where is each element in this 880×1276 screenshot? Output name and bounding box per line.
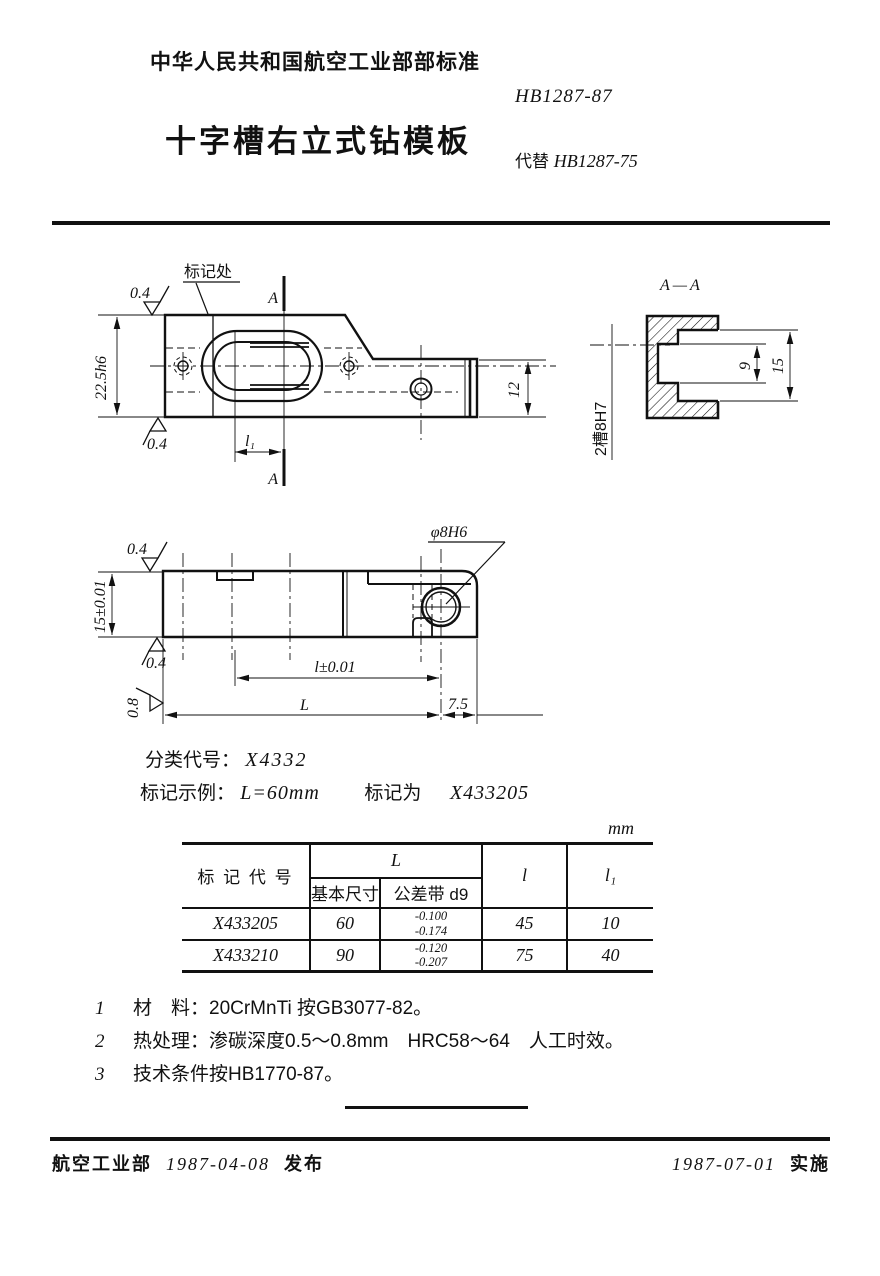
implementation-date: 1987-07-01 (672, 1154, 776, 1174)
roughness-symbol-front-side (135, 687, 165, 713)
row-code: X433210 (182, 938, 311, 972)
surface-finish-top: 0.4 (130, 285, 150, 302)
dim-slot-9: 9 (737, 362, 754, 370)
dim-l-tol: l±0.01 (314, 659, 355, 676)
surface-finish-front-bottom: 0.4 (146, 655, 166, 672)
row-l: 75 (482, 938, 568, 972)
implementation-label: 实施 (790, 1154, 830, 1174)
section-label-top: A (267, 290, 278, 307)
roughness-symbol-front-top (140, 541, 168, 573)
footer-right: 1987-07-01 实施 (658, 1150, 830, 1176)
section-divider (345, 1106, 528, 1109)
note-item: 3 技术条件按HB1770-87。 (95, 1064, 795, 1087)
section-label-bottom: A (267, 471, 278, 488)
example-mid-label: 标记为 (364, 783, 422, 804)
classification-code: X4332 (245, 749, 308, 771)
col-header-L: L (310, 843, 483, 879)
notes-section: 1 材 料：20CrMnTi 按GB3077-82。 2 热处理：渗碳深度0.5… (95, 998, 795, 1096)
technical-drawing: 标记处 0.4 0.4 A A 22.5h6 l₁ 12 (92, 263, 798, 724)
front-view (98, 541, 543, 724)
col-header-l: l (482, 843, 568, 908)
note-number: 3 (95, 1063, 105, 1085)
header-rule (52, 221, 830, 225)
surface-finish-front-top: 0.4 (127, 541, 147, 558)
supersedes-label: 代替 (515, 152, 549, 171)
row-tolerance: -0.100 -0.174 (380, 906, 483, 940)
note-item: 2 热处理：渗碳深度0.5～0.8mm HRC58～64 人工时效。 (95, 1031, 795, 1054)
section-aa-view (590, 314, 798, 460)
dim-height-15: 15±0.01 (92, 580, 109, 633)
example-condition: L=60mm (240, 782, 320, 804)
section-aa-title: A—A (659, 277, 703, 294)
issuer: 航空工业部 (52, 1154, 152, 1174)
note-text: 热处理：渗碳深度0.5～0.8mm HRC58～64 人工时效。 (133, 1030, 624, 1052)
pin-hole-left (173, 352, 193, 380)
row-l1: 10 (567, 906, 653, 940)
row-basic: 60 (310, 906, 381, 940)
footer-rule (50, 1137, 830, 1141)
spec-table: 标 记 代 号 L l l₁ 基本尺寸 公差带 d9 X433205 60 -0… (182, 842, 653, 973)
note-number: 1 (95, 998, 105, 1019)
issue-label: 发布 (284, 1154, 324, 1174)
note-item: 1 材 料：20CrMnTi 按GB3077-82。 (95, 998, 795, 1021)
dim-width-22-5: 22.5h6 (93, 356, 110, 400)
example-label: 标记示例： (140, 783, 236, 804)
example-code: X433205 (449, 782, 530, 804)
dim-slot-15: 15 (770, 358, 787, 374)
col-header-code: 标 记 代 号 (182, 843, 311, 908)
tolerance-upper: -0.100 (414, 909, 448, 924)
standard-organization: 中华人民共和国航空工业部部标准 (150, 51, 480, 74)
row-l: 45 (482, 906, 568, 940)
footer: 航空工业部 1987-04-08 发布 1987-07-01 实施 (52, 1150, 830, 1176)
row-tolerance: -0.120 -0.207 (380, 938, 483, 972)
row-l1: 40 (567, 938, 653, 972)
surface-finish-front-side: 0.8 (125, 698, 142, 718)
dim-length-L: L (299, 697, 309, 714)
dim-end-12: 12 (506, 382, 523, 398)
table-unit-label: mm (608, 818, 634, 838)
surface-finish-bottom: 0.4 (147, 436, 167, 453)
col-header-l1: l₁ (604, 865, 617, 886)
note-text: 技术条件按HB1770-87。 (133, 1063, 344, 1085)
issue-date: 1987-04-08 (166, 1154, 270, 1174)
roughness-symbol-bottom (142, 416, 168, 446)
row-basic: 90 (310, 938, 381, 972)
top-view (98, 276, 556, 486)
classification-line: 分类代号： X4332 (145, 745, 308, 772)
marking-example-line: 标记示例： L=60mm 标记为 X433205 (140, 778, 529, 805)
end-hole (409, 377, 433, 401)
note-text: 材 料：20CrMnTi 按GB3077-82。 (133, 998, 433, 1019)
row-code: X433205 (182, 906, 311, 940)
supersedes-number: HB1287-75 (553, 151, 638, 171)
standard-number: HB1287-87 (515, 86, 613, 107)
tolerance-lower: -0.207 (414, 955, 448, 970)
note-number: 2 (95, 1030, 105, 1052)
mark-place-label: 标记处 (184, 263, 232, 281)
supersedes-note: 代替 HB1287-75 (515, 147, 638, 172)
page-title: 十字槽右立式钻模板 (165, 124, 471, 159)
hole-spec-label: φ8H6 (431, 524, 467, 541)
col-header-basic: 基本尺寸 (310, 877, 381, 908)
footer-left: 航空工业部 1987-04-08 发布 (52, 1150, 324, 1176)
classification-label: 分类代号： (145, 750, 241, 771)
tolerance-upper: -0.120 (414, 940, 448, 955)
tolerance-lower: -0.174 (414, 923, 448, 938)
col-header-tolerance: 公差带 d9 (380, 877, 483, 908)
roughness-symbol-top (142, 285, 170, 317)
dim-end-7-5: 7.5 (448, 696, 468, 713)
slot-spec-label: 2槽8H7 (592, 402, 610, 456)
dim-l1: l₁ (245, 433, 255, 450)
pin-hole-right (339, 352, 359, 380)
roughness-symbol-front-bottom (141, 636, 167, 666)
